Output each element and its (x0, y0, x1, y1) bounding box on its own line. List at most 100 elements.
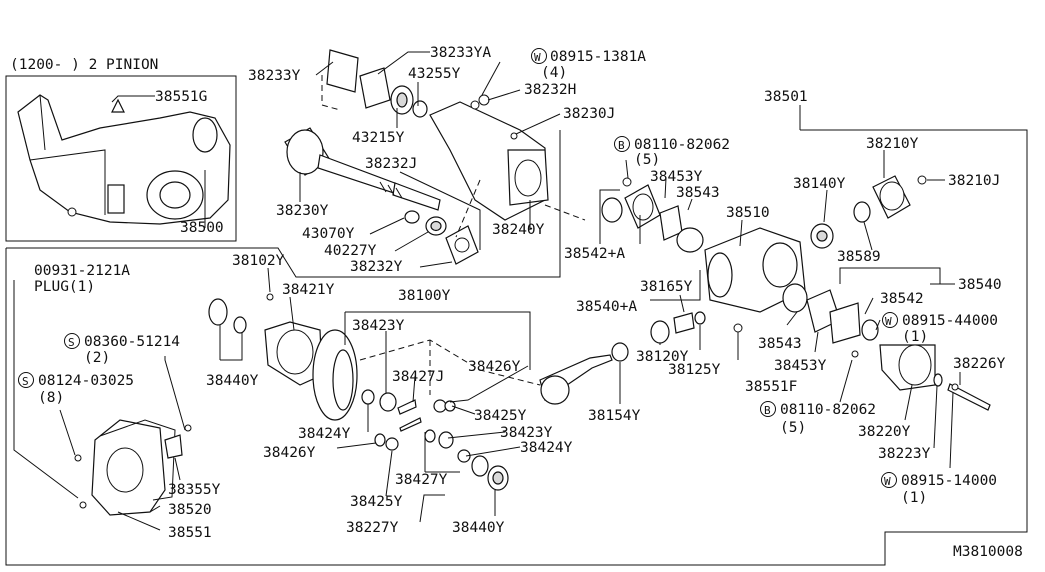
part-label: 38453Y (650, 169, 703, 185)
part-label: 38120Y (636, 349, 689, 365)
part-label-qty: (1) (901, 490, 927, 506)
part-label: 43070Y (302, 226, 355, 242)
part-label: 43255Y (408, 66, 461, 82)
washer-marker-icon (882, 312, 898, 328)
differential-group (208, 293, 629, 491)
part-label: 38226Y (953, 356, 1006, 372)
screw-marker-icon (64, 333, 80, 349)
part-label-qty: (5) (780, 420, 806, 436)
part-label: 38542+A (564, 246, 625, 262)
washer-marker-letter: W (884, 475, 891, 488)
part-label: 08110-82062 (634, 137, 730, 153)
part-label: 43215Y (352, 130, 405, 146)
part-label: 38423Y (500, 425, 553, 441)
part-label: 38165Y (640, 279, 693, 295)
part-label: 00931-2121A (34, 263, 130, 279)
part-label: 38510 (726, 205, 770, 221)
part-label: 38543 (758, 336, 802, 352)
extension-housing-group (601, 175, 991, 411)
part-label: 38426Y (263, 445, 316, 461)
part-label: 38125Y (668, 362, 721, 378)
bolt-marker-letter: B (618, 139, 625, 152)
axle-shaft-group (284, 49, 549, 265)
part-label: 38223Y (878, 446, 931, 462)
part-label: 38500 (180, 220, 224, 236)
part-label: PLUG(1) (34, 279, 95, 295)
cover-group (74, 419, 192, 516)
part-label-qty: (2) (84, 350, 110, 366)
part-label: 08360-51214 (84, 334, 180, 350)
washer-marker-icon (531, 48, 547, 64)
part-label-qty: (5) (634, 152, 660, 168)
part-label: 08915-14000 (901, 473, 997, 489)
part-label: 38230Y (276, 203, 329, 219)
part-label: 38543 (676, 185, 720, 201)
part-label: 38427Y (395, 472, 448, 488)
screw-marker-letter: S (68, 336, 75, 349)
washer-marker-icon (881, 472, 897, 488)
part-label: 38589 (837, 249, 881, 265)
part-label: 38424Y (520, 440, 573, 456)
part-label: 38540+A (576, 299, 637, 315)
part-label: 38440Y (452, 520, 505, 536)
bolt-marker-icon (614, 136, 630, 152)
part-label: 38425Y (350, 494, 403, 510)
part-label: 38440Y (206, 373, 259, 389)
part-label: 38421Y (282, 282, 335, 298)
part-label: 08915-44000 (902, 313, 998, 329)
main-frame (5, 129, 1028, 566)
inset-frame (5, 75, 237, 242)
leader-lines (13, 51, 961, 531)
screw-marker-icon (18, 372, 34, 388)
part-label: 38355Y (168, 482, 221, 498)
part-label: 38427J (392, 369, 444, 385)
part-label-qty: (4) (541, 65, 567, 81)
part-label: 38140Y (793, 176, 846, 192)
part-label: 38220Y (858, 424, 911, 440)
part-label: 38240Y (492, 222, 545, 238)
diagram-code: M3810008 (953, 544, 1023, 560)
bolt-marker-icon (760, 401, 776, 417)
part-label: 38210Y (866, 136, 919, 152)
part-label: 38551G (155, 89, 207, 105)
part-label: 38233YA (430, 45, 491, 61)
fastener-markers: W B W B W S S (18, 48, 898, 488)
part-label-qty: (1) (902, 329, 928, 345)
part-label: 38426Y (468, 359, 521, 375)
part-label: 38102Y (232, 253, 285, 269)
part-label: 40227Y (324, 243, 377, 259)
part-label: 38520 (168, 502, 212, 518)
part-label: 38227Y (346, 520, 399, 536)
upper-frame-step (6, 130, 561, 278)
part-label-qty: (8) (38, 390, 64, 406)
phantom-lines (321, 75, 586, 238)
part-label: 38424Y (298, 426, 351, 442)
variant-note: (1200- ) 2 PINION (10, 57, 158, 73)
part-label: 38551 (168, 525, 212, 541)
part-label: 38230J (563, 106, 615, 122)
part-label: 38423Y (352, 318, 405, 334)
frames (5, 75, 1028, 566)
part-label: 38551F (745, 379, 797, 395)
part-label: 38154Y (588, 408, 641, 424)
bolt-marker-letter: B (764, 404, 771, 417)
part-label: 08915-1381A (550, 49, 646, 65)
part-label: 38100Y (398, 288, 451, 304)
part-label: 08124-03025 (38, 373, 134, 389)
washer-marker-letter: W (534, 51, 541, 64)
part-label: 38425Y (474, 408, 527, 424)
part-label: 38232J (365, 156, 417, 172)
part-label: 38453Y (774, 358, 827, 374)
part-label: 38232H (524, 82, 576, 98)
screw-marker-letter: S (22, 375, 29, 388)
part-label: 38501 (764, 89, 808, 105)
part-label: 38542 (880, 291, 924, 307)
part-label: 38233Y (248, 68, 301, 84)
part-label: 38540 (958, 277, 1002, 293)
washer-marker-letter: W (885, 315, 892, 328)
part-labels: (1200- ) 2 PINION 38551G 38500 38233Y 38… (10, 45, 1023, 560)
part-label: 38210J (948, 173, 1000, 189)
part-label: 38232Y (350, 259, 403, 275)
inset-axle-housing (17, 94, 231, 225)
